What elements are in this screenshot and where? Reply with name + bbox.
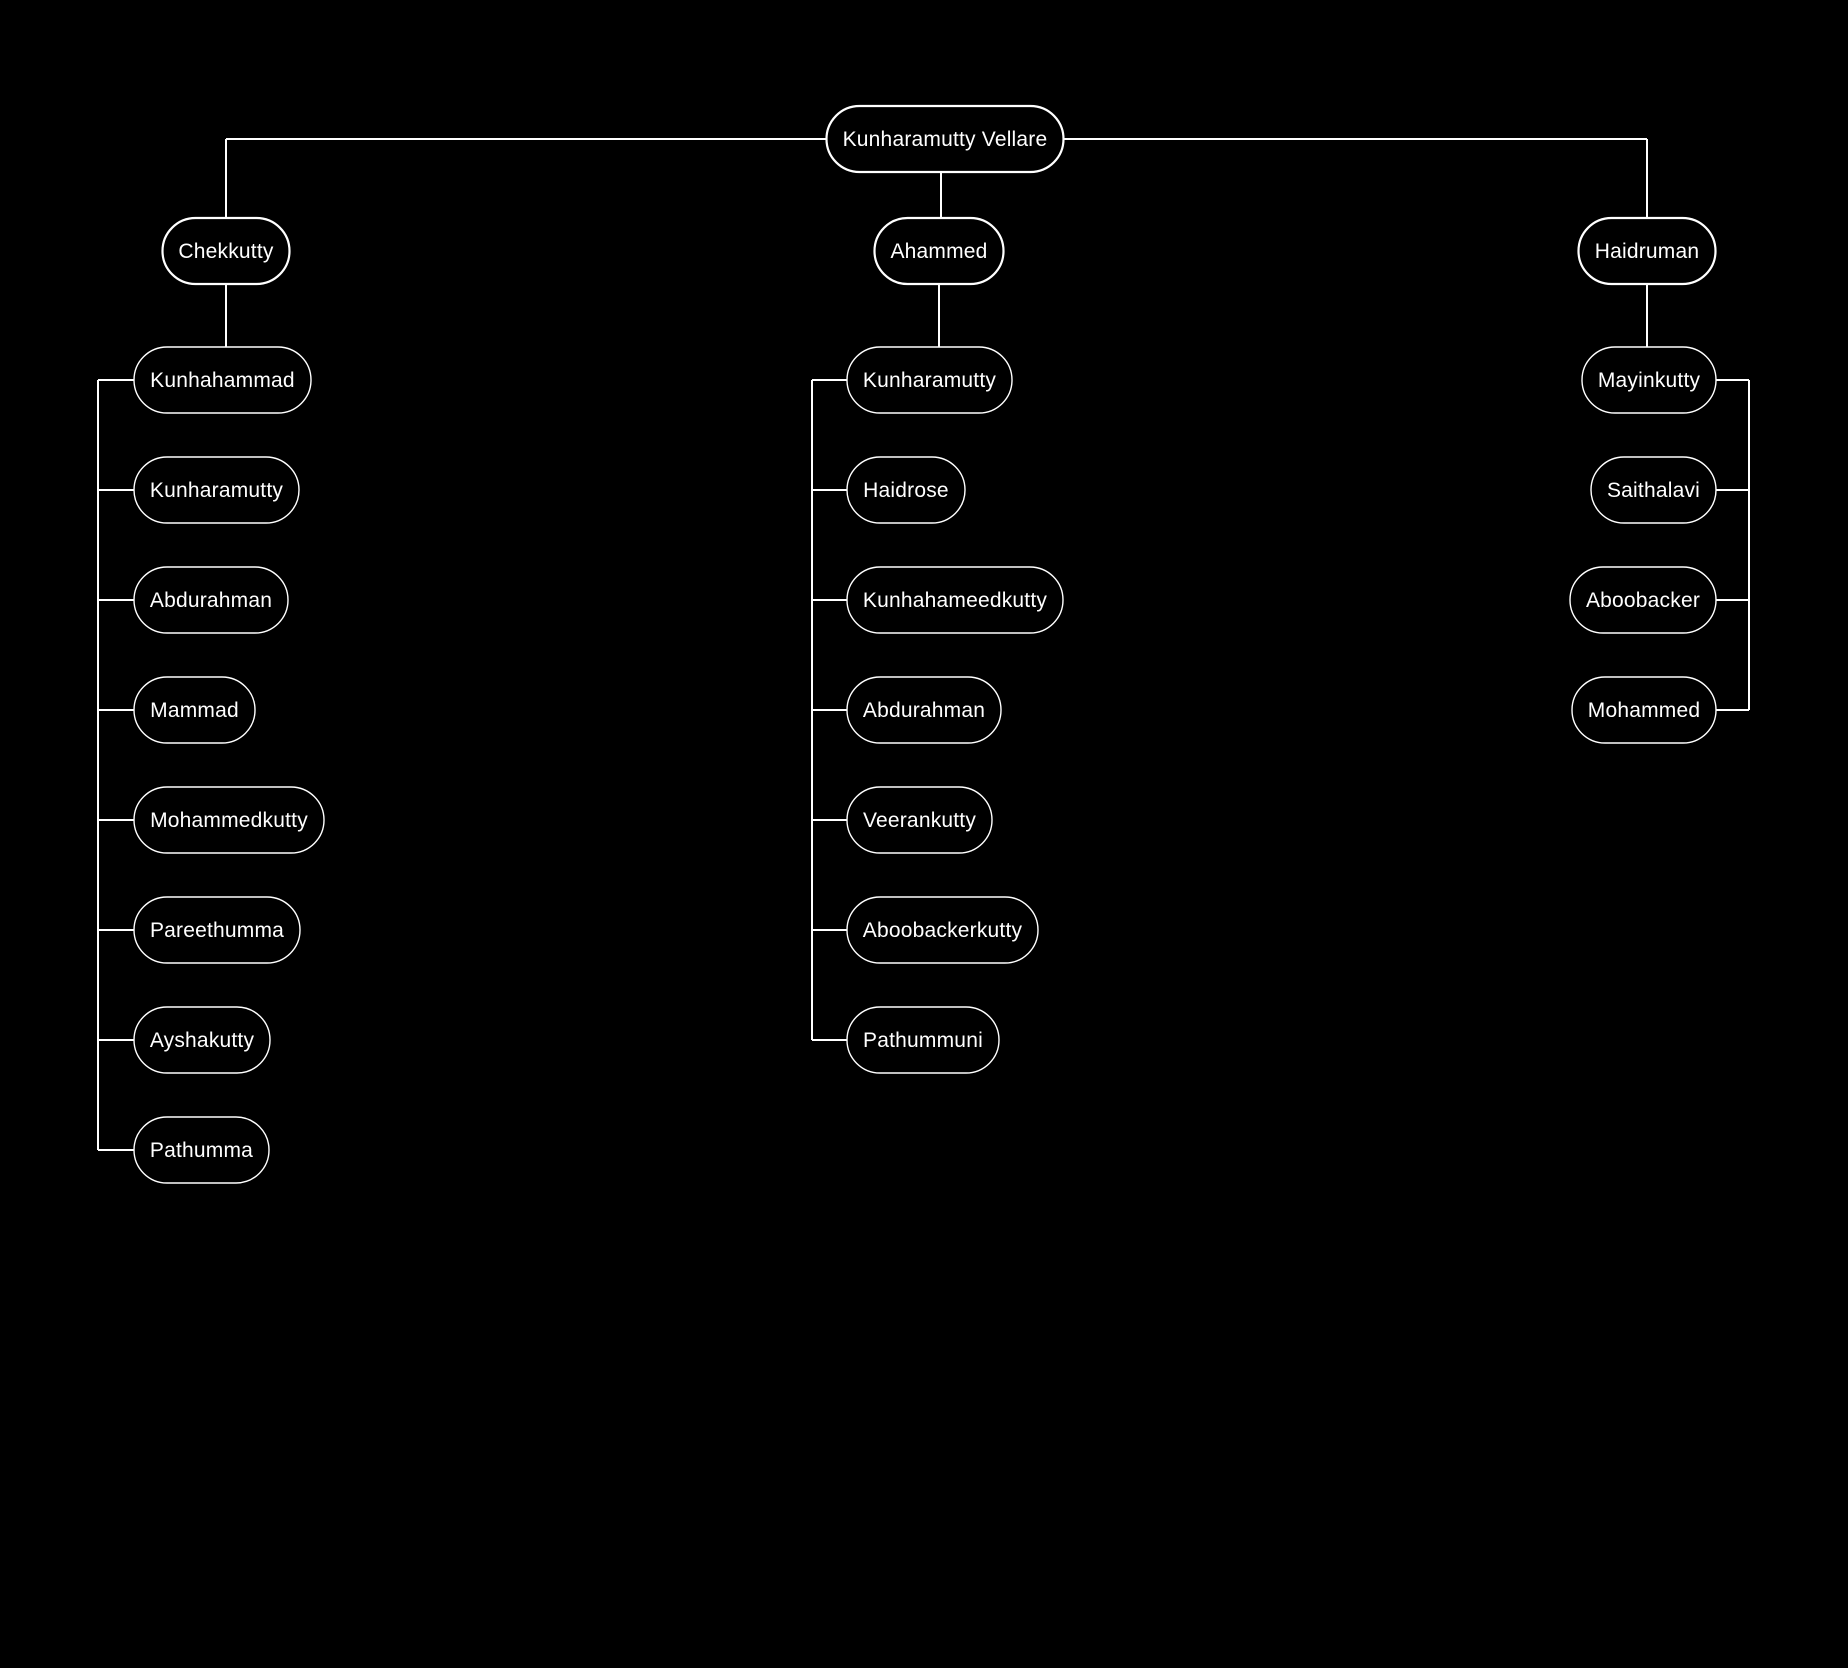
- child-node-chekkutty: Chekkutty: [161, 216, 291, 286]
- child-node-chekkutty-label: Chekkutty: [178, 240, 273, 263]
- grandchild-node-chekkutty-abdurahman-2-box: [133, 566, 289, 634]
- grandchild-node-chekkutty-pareethumma-5: Pareethumma: [133, 896, 301, 964]
- grandchild-node-haidruman-aboobacker-2-label: Aboobacker: [1586, 589, 1700, 612]
- grandchild-node-ahammed-haidrose-1-label: Haidrose: [863, 479, 949, 502]
- grandchild-node-ahammed-aboobackerkutty-5: Aboobackerkutty: [846, 896, 1039, 964]
- grandchild-node-chekkutty-pareethumma-5-box: [133, 896, 301, 964]
- grandchild-node-haidruman-saithalavi-1: Saithalavi: [1590, 456, 1717, 524]
- tree-nodes: Kunharamutty VellareChekkuttyKunhahammad…: [133, 104, 1717, 1184]
- root-node-box: [825, 104, 1065, 174]
- grandchild-node-haidruman-aboobacker-2-box: [1569, 566, 1717, 634]
- grandchild-node-ahammed-kunharamutty-0-box: [846, 346, 1013, 414]
- grandchild-node-haidruman-mohammed-3-label: Mohammed: [1588, 699, 1700, 722]
- grandchild-node-ahammed-abdurahman-3-box: [846, 676, 1002, 744]
- grandchild-node-chekkutty-kunhahammad-0: Kunhahammad: [133, 346, 312, 414]
- grandchild-node-haidruman-mayinkutty-0-box: [1581, 346, 1717, 414]
- grandchild-node-haidruman-mohammed-3-box: [1571, 676, 1717, 744]
- grandchild-node-haidruman-aboobacker-2: Aboobacker: [1569, 566, 1717, 634]
- grandchild-node-chekkutty-kunharamutty-1-box: [133, 456, 300, 524]
- grandchild-node-chekkutty-mammad-3-box: [133, 676, 256, 744]
- grandchild-node-chekkutty-kunhahammad-0-box: [133, 346, 312, 414]
- grandchild-node-ahammed-veerankutty-4-box: [846, 786, 993, 854]
- grandchild-node-haidruman-mayinkutty-0: Mayinkutty: [1581, 346, 1717, 414]
- grandchild-node-haidruman-saithalavi-1-label: Saithalavi: [1607, 479, 1700, 502]
- grandchild-node-ahammed-pathummuni-6: Pathummuni: [846, 1006, 1000, 1074]
- child-node-chekkutty-box: [161, 216, 291, 286]
- grandchild-node-ahammed-pathummuni-6-label: Pathummuni: [863, 1029, 983, 1052]
- grandchild-node-haidruman-mohammed-3: Mohammed: [1571, 676, 1717, 744]
- child-node-ahammed-label: Ahammed: [890, 240, 987, 263]
- child-node-haidruman: Haidruman: [1577, 216, 1717, 286]
- grandchild-node-ahammed-veerankutty-4-label: Veerankutty: [863, 809, 976, 832]
- grandchild-node-ahammed-aboobackerkutty-5-label: Aboobackerkutty: [863, 919, 1023, 942]
- grandchild-node-haidruman-mayinkutty-0-label: Mayinkutty: [1598, 369, 1701, 392]
- grandchild-node-chekkutty-kunhahammad-0-label: Kunhahammad: [150, 369, 295, 392]
- grandchild-node-ahammed-pathummuni-6-box: [846, 1006, 1000, 1074]
- grandchild-node-chekkutty-kunharamutty-1: Kunharamutty: [133, 456, 300, 524]
- grandchild-node-ahammed-abdurahman-3-label: Abdurahman: [863, 699, 985, 722]
- grandchild-node-chekkutty-mammad-3: Mammad: [133, 676, 256, 744]
- grandchild-node-chekkutty-kunharamutty-1-label: Kunharamutty: [150, 479, 283, 502]
- child-node-ahammed-box: [873, 216, 1005, 286]
- grandchild-node-ahammed-haidrose-1: Haidrose: [846, 456, 966, 524]
- grandchild-node-chekkutty-abdurahman-2: Abdurahman: [133, 566, 289, 634]
- child-node-ahammed: Ahammed: [873, 216, 1005, 286]
- grandchild-node-chekkutty-ayshakutty-6: Ayshakutty: [133, 1006, 271, 1074]
- grandchild-node-chekkutty-pathumma-7: Pathumma: [133, 1116, 270, 1184]
- grandchild-node-chekkutty-mammad-3-label: Mammad: [150, 699, 239, 722]
- grandchild-node-chekkutty-pathumma-7-label: Pathumma: [150, 1139, 253, 1162]
- grandchild-node-chekkutty-abdurahman-2-label: Abdurahman: [150, 589, 272, 612]
- grandchild-node-chekkutty-pareethumma-5-label: Pareethumma: [150, 919, 284, 942]
- grandchild-node-chekkutty-mohammedkutty-4: Mohammedkutty: [133, 786, 325, 854]
- grandchild-node-chekkutty-pathumma-7-box: [133, 1116, 270, 1184]
- grandchild-node-ahammed-kunhahameedkutty-2-box: [846, 566, 1064, 634]
- grandchild-node-ahammed-abdurahman-3: Abdurahman: [846, 676, 1002, 744]
- grandchild-node-ahammed-kunhahameedkutty-2-label: Kunhahameedkutty: [863, 589, 1047, 612]
- connector-lines: [97, 138, 1750, 1151]
- child-node-haidruman-label: Haidruman: [1595, 240, 1700, 263]
- grandchild-node-chekkutty-ayshakutty-6-box: [133, 1006, 271, 1074]
- grandchild-node-ahammed-kunharamutty-0-label: Kunharamutty: [863, 369, 996, 392]
- grandchild-node-ahammed-veerankutty-4: Veerankutty: [846, 786, 993, 854]
- root-node-label: Kunharamutty Vellare: [843, 128, 1048, 151]
- grandchild-node-chekkutty-mohammedkutty-4-box: [133, 786, 325, 854]
- grandchild-node-ahammed-haidrose-1-box: [846, 456, 966, 524]
- child-node-haidruman-box: [1577, 216, 1717, 286]
- grandchild-node-haidruman-saithalavi-1-box: [1590, 456, 1717, 524]
- grandchild-node-ahammed-aboobackerkutty-5-box: [846, 896, 1039, 964]
- grandchild-node-ahammed-kunhahameedkutty-2: Kunhahameedkutty: [846, 566, 1064, 634]
- grandchild-node-chekkutty-mohammedkutty-4-label: Mohammedkutty: [150, 809, 308, 832]
- grandchild-node-ahammed-kunharamutty-0: Kunharamutty: [846, 346, 1013, 414]
- root-node: Kunharamutty Vellare: [825, 104, 1065, 174]
- grandchild-node-chekkutty-ayshakutty-6-label: Ayshakutty: [150, 1029, 255, 1052]
